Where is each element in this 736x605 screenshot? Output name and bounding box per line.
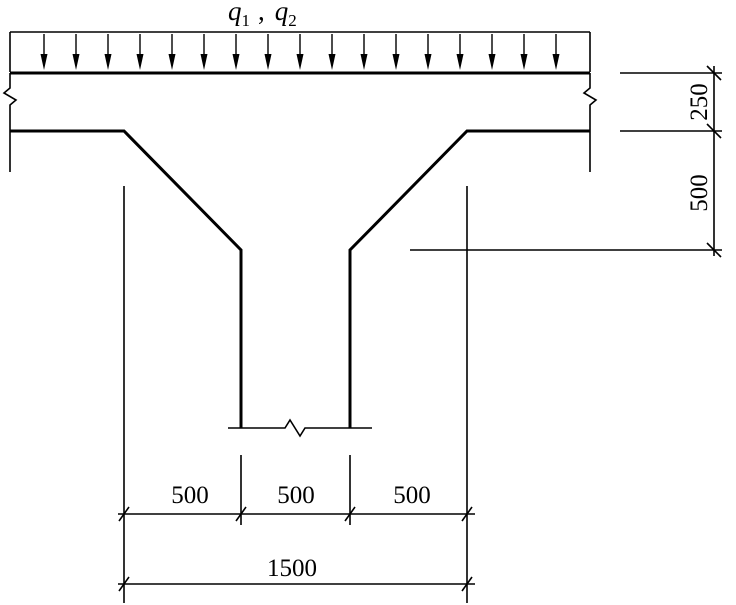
load-arrow	[72, 34, 80, 70]
load-subscript-1: 1	[242, 11, 251, 30]
dim-total-width: 1500	[267, 555, 317, 582]
load-arrow	[520, 34, 528, 70]
load-arrow	[392, 34, 400, 70]
load-arrow	[168, 34, 176, 70]
tick-v-bottom	[706, 242, 722, 258]
tick-v-middle	[706, 123, 722, 139]
load-symbol-q2: q	[275, 0, 289, 26]
tick-500s-column-right	[344, 506, 356, 522]
right-haunch-outline	[348, 129, 590, 428]
left-break-symbol	[2, 73, 18, 172]
tick-500s-right	[461, 506, 473, 522]
load-arrow	[360, 34, 368, 70]
load-arrow	[296, 34, 304, 70]
dim-haunch-depth: 500	[686, 174, 713, 212]
tick-500s-column-left	[235, 506, 247, 522]
left-haunch-outline	[10, 129, 243, 428]
dim-left-haunch-width: 500	[171, 482, 209, 509]
load-arrows	[40, 34, 560, 70]
load-separator: ,	[258, 0, 265, 26]
load-subscript-2: 2	[288, 11, 297, 30]
load-arrow	[232, 34, 240, 70]
load-arrow	[264, 34, 272, 70]
load-label: q1,q2	[228, 0, 297, 30]
load-arrow	[328, 34, 336, 70]
dim-column-width: 500	[277, 482, 315, 509]
load-arrow	[424, 34, 432, 70]
tick-1500-left	[118, 576, 130, 592]
tick-1500-right	[461, 576, 473, 592]
load-arrow	[40, 34, 48, 70]
column-break-line	[228, 418, 372, 438]
load-arrow	[488, 34, 496, 70]
load-arrow	[136, 34, 144, 70]
load-arrow	[104, 34, 112, 70]
load-symbol-q1: q	[228, 0, 242, 26]
right-break-symbol	[582, 73, 598, 172]
load-arrow	[456, 34, 464, 70]
load-arrow	[552, 34, 560, 70]
load-arrow	[200, 34, 208, 70]
dim-right-haunch-width: 500	[393, 482, 431, 509]
tick-v-top	[706, 65, 722, 81]
tick-500s-left	[118, 506, 130, 522]
dim-slab-thickness: 250	[686, 83, 713, 121]
